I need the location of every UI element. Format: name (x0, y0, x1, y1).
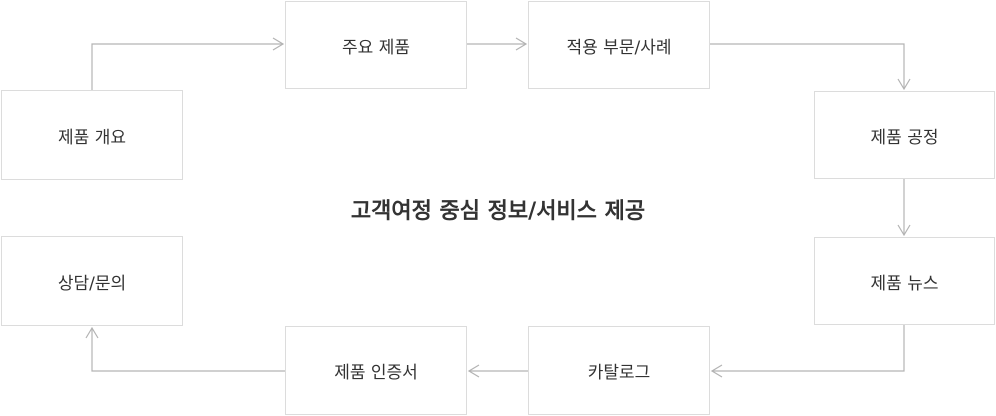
step-label-catalog: 카탈로그 (587, 363, 651, 383)
step-application: 적용 부문/사례 (528, 1, 710, 89)
arrowhead-main-to-application (515, 37, 528, 51)
step-label-consultation: 상담/문의 (57, 273, 127, 294)
arrowhead-certification-to-consultation (85, 326, 99, 339)
step-label-product-process: 제품 공정 (870, 127, 939, 148)
step-catalog: 카탈로그 (528, 326, 710, 415)
step-certification: 제품 인증서 (285, 326, 467, 415)
step-product-news: 제품 뉴스 (814, 237, 995, 325)
step-main-products: 주요 제품 (285, 1, 467, 89)
step-product-overview: 제품 개요 (1, 90, 183, 180)
step-label-application: 적용 부문/사례 (566, 37, 672, 58)
arrowhead-news-to-catalog (710, 364, 723, 378)
connector-application-to-process (710, 43, 905, 89)
step-label-main-products: 주요 제품 (342, 37, 410, 58)
connector-news-to-catalog (712, 325, 905, 372)
connector-overview-to-main (91, 43, 283, 90)
arrowhead-overview-to-main (272, 37, 285, 51)
step-label-product-news: 제품 뉴스 (870, 273, 939, 294)
arrowhead-catalog-to-certification (467, 364, 480, 378)
arrowhead-application-to-process (897, 78, 911, 91)
arrowhead-process-to-news (897, 224, 911, 237)
step-label-certification: 제품 인증서 (334, 363, 418, 383)
step-label-product-overview: 제품 개요 (58, 127, 126, 148)
connector-certification-to-consultation (91, 328, 285, 372)
step-consultation: 상담/문의 (1, 236, 183, 326)
step-product-process: 제품 공정 (814, 91, 995, 179)
center-title: 고객여정 중심 정보/서비스 제공 (350, 199, 646, 224)
